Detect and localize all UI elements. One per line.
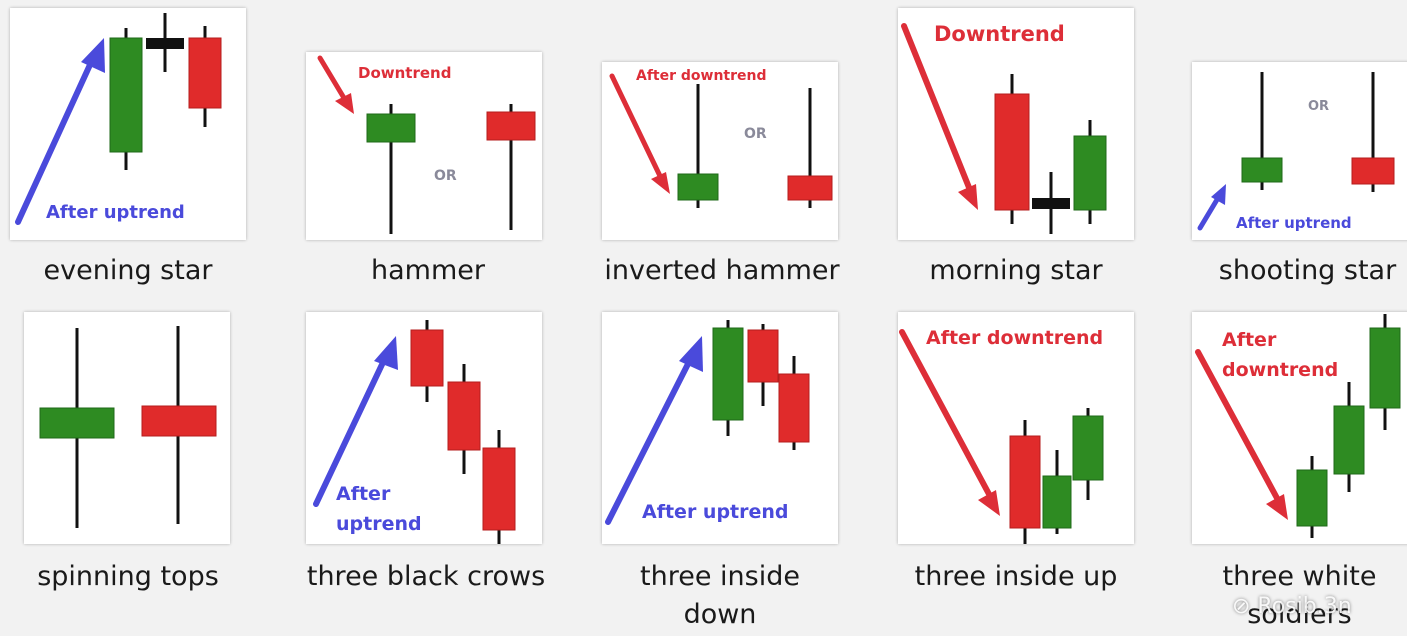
pattern-card-shooting-star: OR After uptrend <box>1192 62 1407 240</box>
candle-soldier-1 <box>1296 456 1328 538</box>
caption-three-inside-up: three inside up <box>898 558 1134 596</box>
uptrend-arrow <box>1197 184 1226 231</box>
morning-star-diagram: Downtrend <box>901 22 1107 234</box>
caption-inverted-hammer: inverted hammer <box>594 252 850 290</box>
caption-three-inside-down: three inside down <box>602 558 838 634</box>
candle-hammer-bearish <box>486 104 536 230</box>
caption-text: evening star <box>43 255 213 286</box>
candle-inverted-hammer-bullish <box>677 84 719 208</box>
annotation-label: After downtrend <box>636 68 767 84</box>
caption-text: inverted hammer <box>604 255 840 286</box>
candle-crow-1 <box>410 320 444 402</box>
inverted-hammer-diagram: After downtrend OR <box>609 68 833 208</box>
candle-bearish-large <box>994 74 1030 224</box>
downtrend-arrow <box>609 73 670 194</box>
caption-text: three inside up <box>914 561 1118 592</box>
uptrend-arrow <box>15 38 105 225</box>
candle-shooting-star-bearish <box>1351 72 1395 192</box>
caption-three-black-crows: three black crows <box>298 558 554 596</box>
annotation-line: After <box>1222 329 1277 351</box>
candle-hammer-bullish <box>366 104 416 234</box>
caption-text: hammer <box>371 255 485 286</box>
pattern-card-three-black-crows: After uptrend <box>306 312 542 544</box>
candle-inside-bullish <box>712 320 744 436</box>
downtrend-arrow <box>901 23 978 210</box>
candle-bearish <box>188 26 222 127</box>
pattern-card-hammer: Downtrend OR <box>306 52 542 240</box>
candle-spinning-top-bullish <box>39 328 115 528</box>
pattern-card-morning-star: Downtrend <box>898 8 1134 240</box>
caption-hammer: hammer <box>306 252 550 290</box>
three-black-crows-diagram: After uptrend <box>313 320 516 544</box>
candle-inside-bearish-1 <box>747 324 779 406</box>
annotation-label: After uptrend <box>642 501 789 523</box>
caption-morning-star: morning star <box>898 252 1134 290</box>
watermark: ⊘ Rosib.3n <box>1232 594 1352 619</box>
downtrend-arrow <box>899 329 1000 516</box>
annotation-label: Downtrend <box>358 64 451 82</box>
pattern-card-inverted-hammer: After downtrend OR <box>602 62 838 240</box>
caption-line: soldiers <box>1247 599 1352 630</box>
evening-star-diagram: After uptrend <box>15 13 222 225</box>
candle-bullish-large <box>109 28 143 170</box>
caption-text: shooting star <box>1218 255 1397 286</box>
annotation-label: After uptrend <box>1236 214 1352 232</box>
annotation-label: After downtrend <box>926 327 1103 349</box>
caption-shooting-star: shooting star <box>1208 252 1407 290</box>
candle-bullish <box>1073 120 1107 224</box>
hammer-diagram: Downtrend OR <box>317 55 536 234</box>
caption-evening-star: evening star <box>10 252 246 290</box>
annotation-line: uptrend <box>336 513 422 535</box>
or-label: OR <box>434 168 457 184</box>
spinning-tops-diagram <box>39 326 217 528</box>
caption-three-white-soldiers: three white soldiers <box>1192 558 1407 634</box>
annotation-label: After uptrend <box>46 202 185 223</box>
or-label: OR <box>744 126 767 142</box>
caption-line: three white <box>1222 561 1377 592</box>
caption-text: spinning tops <box>37 561 219 592</box>
candle-crow-2 <box>447 364 481 474</box>
three-inside-up-diagram: After downtrend <box>899 327 1104 544</box>
caption-text: morning star <box>929 255 1103 286</box>
pattern-card-spinning-tops <box>24 312 230 544</box>
caption-line: three inside <box>640 561 800 592</box>
pattern-card-three-white-soldiers: After downtrend <box>1192 312 1407 544</box>
candle-soldier-2 <box>1333 382 1365 492</box>
uptrend-arrow <box>605 336 703 525</box>
downtrend-arrow <box>1195 349 1288 520</box>
annotation-line: After <box>336 483 391 505</box>
candle-doji-star <box>1032 172 1070 234</box>
candle-inside-bearish-2 <box>778 356 810 450</box>
candle-inside-up-bullish-2 <box>1072 408 1104 500</box>
three-white-soldiers-diagram: After downtrend <box>1195 314 1401 538</box>
annotation-line: downtrend <box>1222 359 1338 381</box>
candle-soldier-3 <box>1369 314 1401 430</box>
caption-text: three black crows <box>306 561 546 592</box>
candle-inside-up-bullish-1 <box>1042 450 1072 534</box>
uptrend-arrow <box>313 336 398 507</box>
or-label: OR <box>1308 99 1329 114</box>
candle-inside-up-bearish <box>1009 420 1041 544</box>
caption-spinning-tops: spinning tops <box>10 558 246 596</box>
shooting-star-diagram: OR After uptrend <box>1197 72 1395 232</box>
candle-inverted-hammer-bearish <box>787 88 833 208</box>
candle-shooting-star-bullish <box>1241 72 1283 190</box>
pattern-card-evening-star: After uptrend <box>10 8 246 240</box>
downtrend-arrow <box>317 55 354 114</box>
candle-spinning-top-bearish <box>141 326 217 524</box>
candle-crow-3 <box>482 430 516 544</box>
pattern-card-three-inside-down: After uptrend <box>602 312 838 544</box>
pattern-card-three-inside-up: After downtrend <box>898 312 1134 544</box>
annotation-label: Downtrend <box>934 22 1065 46</box>
three-inside-down-diagram: After uptrend <box>605 320 810 525</box>
caption-line: down <box>683 599 757 630</box>
candle-doji-star <box>146 13 184 72</box>
